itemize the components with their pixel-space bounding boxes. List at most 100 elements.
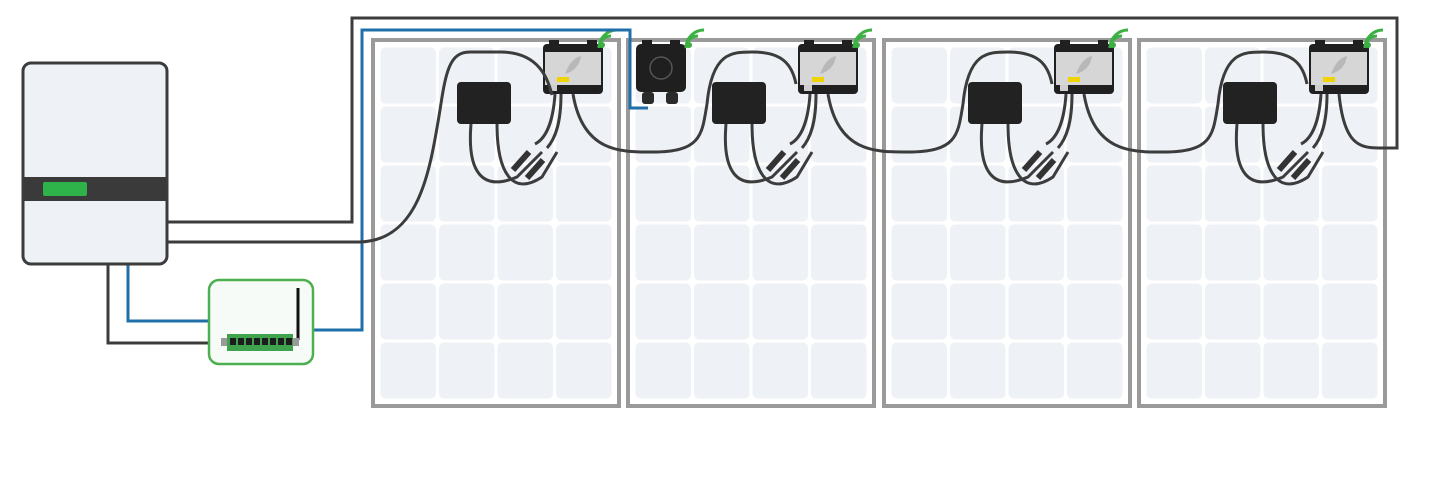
solar-cell xyxy=(752,283,808,340)
optimizer-lead xyxy=(1056,93,1074,149)
solar-cell xyxy=(694,342,750,399)
solar-cell xyxy=(950,224,1006,281)
panel-4 xyxy=(1137,28,1387,408)
solar-cell xyxy=(1008,342,1064,399)
mc4-connector xyxy=(1021,150,1043,172)
solar-cell xyxy=(1205,165,1261,222)
solar-cell xyxy=(1067,283,1123,340)
junction-box xyxy=(968,82,1022,124)
optimizer-lead xyxy=(1300,93,1323,146)
optimizer-lead xyxy=(534,93,557,146)
solar-cell xyxy=(1008,47,1064,104)
mc4-connector xyxy=(524,158,546,180)
optimizer-icon xyxy=(1054,40,1114,94)
power-cable-inverter-to-gateway xyxy=(106,265,209,345)
solar-cell xyxy=(891,106,947,163)
solar-cell xyxy=(1146,342,1202,399)
solar-cell xyxy=(811,165,867,222)
inverter-display xyxy=(43,182,87,196)
panel-3 xyxy=(882,28,1132,408)
solar-cell xyxy=(635,283,691,340)
solar-cell xyxy=(556,283,612,340)
gateway-terminal xyxy=(286,338,292,345)
solar-cell xyxy=(1205,283,1261,340)
mc4-connector xyxy=(1276,150,1298,172)
wifi-signal-icon xyxy=(1108,28,1129,49)
solar-cell xyxy=(1146,283,1202,340)
solar-cell xyxy=(635,224,691,281)
solar-cell xyxy=(1263,47,1319,104)
solar-cell xyxy=(891,47,947,104)
wifi-signal-icon xyxy=(1363,28,1384,49)
solar-cell xyxy=(497,224,553,281)
gateway-terminal xyxy=(254,338,260,345)
optimizer-label xyxy=(812,77,824,82)
gateway-terminal xyxy=(238,338,244,345)
solar-cell xyxy=(752,106,808,163)
dc-string-interconnect xyxy=(826,50,1054,154)
dc-string-out xyxy=(1337,93,1390,150)
panel-1 xyxy=(371,28,621,408)
optimizer-lead xyxy=(1045,93,1068,146)
solar-cell xyxy=(1146,47,1202,104)
solar-cell xyxy=(439,165,495,222)
solar-cell xyxy=(694,283,750,340)
solar-cell xyxy=(1322,283,1378,340)
solar-cell xyxy=(1067,165,1123,222)
solar-cell xyxy=(556,106,612,163)
solar-cell xyxy=(694,165,750,222)
solar-cell xyxy=(811,283,867,340)
solar-cell xyxy=(891,224,947,281)
gateway-terminal xyxy=(230,338,236,345)
mc4-connector xyxy=(1290,158,1312,180)
solar-cell xyxy=(635,106,691,163)
solar-cell xyxy=(1205,342,1261,399)
solar-cell xyxy=(950,165,1006,222)
optimizer-lead xyxy=(545,93,563,149)
optimizer-icon xyxy=(543,40,603,94)
solar-cell xyxy=(891,342,947,399)
gateway-terminal xyxy=(262,338,268,345)
panel-lead-left xyxy=(468,123,544,184)
solar-cell xyxy=(1263,283,1319,340)
solar-cell xyxy=(1067,106,1123,163)
solar-cell xyxy=(1008,224,1064,281)
junction-box xyxy=(1223,82,1277,124)
optimizer-lead xyxy=(1311,93,1329,149)
solar-cell xyxy=(1067,224,1123,281)
dc-return-cable xyxy=(168,16,1399,224)
solar-panel-array xyxy=(371,28,1387,408)
comm-cable-gateway-to-transmitter xyxy=(313,28,648,332)
mc4-connector xyxy=(1035,158,1057,180)
solar-cell xyxy=(497,47,553,104)
solar-cell xyxy=(439,283,495,340)
solar-cell xyxy=(950,283,1006,340)
solar-cell xyxy=(1146,106,1202,163)
solar-cell xyxy=(1146,165,1202,222)
optimizer-label xyxy=(1323,77,1335,82)
optimizer-icon xyxy=(1309,40,1369,94)
panel-lead-right xyxy=(1261,123,1325,186)
optimizer-lead xyxy=(800,93,818,149)
optimizer-icon xyxy=(798,40,858,94)
optimizer-label xyxy=(1068,77,1080,82)
solar-cell xyxy=(1008,106,1064,163)
solar-cell xyxy=(811,106,867,163)
solar-cell xyxy=(439,342,495,399)
solar-cell xyxy=(950,342,1006,399)
solar-cell xyxy=(1263,342,1319,399)
panel-lead-right xyxy=(1006,123,1070,186)
solar-cell xyxy=(439,224,495,281)
panel-lead-left xyxy=(723,123,799,184)
solar-cell xyxy=(635,342,691,399)
solar-cell xyxy=(380,224,436,281)
panel-lead-right xyxy=(750,123,814,186)
solar-cell xyxy=(556,165,612,222)
inverter xyxy=(21,61,169,266)
dc-string-interconnect xyxy=(571,50,798,154)
panel-lead-left xyxy=(979,123,1055,184)
solar-cell xyxy=(380,283,436,340)
comm-cable-inverter-to-gateway xyxy=(126,265,209,323)
gateway xyxy=(207,278,315,366)
